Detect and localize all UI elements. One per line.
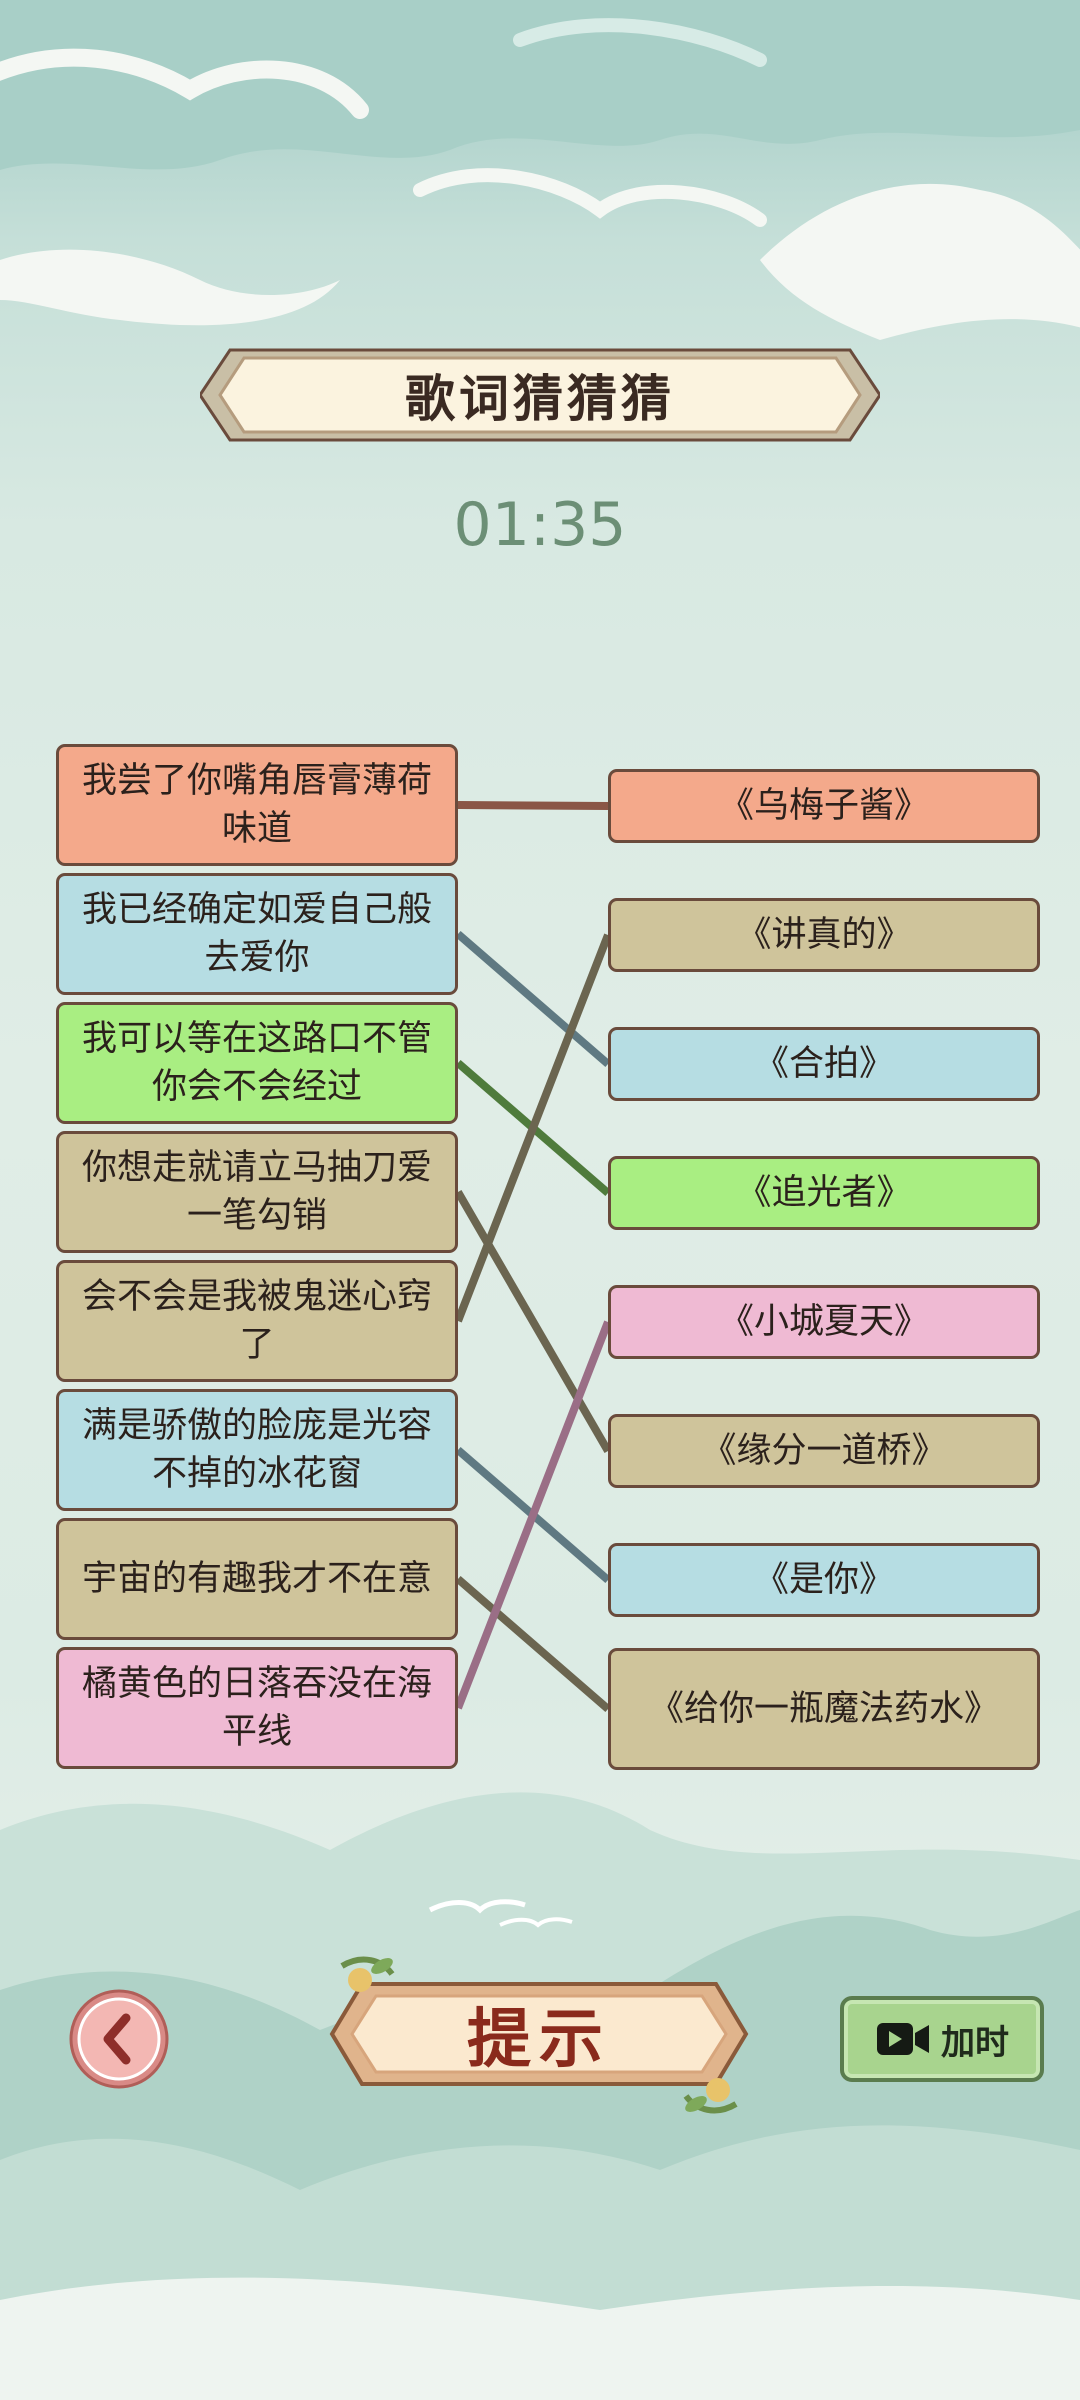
connection-line-7 bbox=[455, 1575, 611, 1713]
lyric-text: 我尝了你嘴角唇膏薄荷味道 bbox=[81, 761, 432, 849]
lyric-card-2[interactable]: 我已经确定如爱自己般去爱你 bbox=[56, 873, 458, 995]
lyric-card-5[interactable]: 会不会是我被鬼迷心窍了 bbox=[56, 1260, 458, 1382]
connection-line-8 bbox=[454, 1320, 612, 1710]
chevron-left-icon bbox=[69, 1989, 169, 2089]
lyric-card-3[interactable]: 我可以等在这路口不管你会不会经过 bbox=[56, 1002, 458, 1124]
cloud-background bbox=[0, 0, 1080, 340]
lyric-card-6[interactable]: 满是骄傲的脸庞是光容不掉的冰花窗 bbox=[56, 1389, 458, 1511]
song-card-8[interactable]: 《给你一瓶魔法药水》 bbox=[608, 1648, 1040, 1770]
song-text: 《追光者》 bbox=[736, 1173, 912, 1213]
song-card-6[interactable]: 《缘分一道桥》 bbox=[608, 1414, 1040, 1488]
connection-line-4 bbox=[454, 1189, 612, 1454]
lyric-text: 会不会是我被鬼迷心窍了 bbox=[81, 1277, 432, 1365]
connection-line-3 bbox=[455, 1059, 611, 1197]
title-banner: 歌词猜猜猜 bbox=[200, 348, 880, 442]
lyric-text: 你想走就请立马抽刀爱一笔勾销 bbox=[81, 1148, 432, 1236]
lyric-text: 我已经确定如爱自己般去爱你 bbox=[81, 890, 432, 978]
lyric-card-1[interactable]: 我尝了你嘴角唇膏薄荷味道 bbox=[56, 744, 458, 866]
song-text: 《小城夏天》 bbox=[718, 1302, 929, 1342]
add-time-label: 加时 bbox=[941, 2022, 1009, 2063]
song-card-2[interactable]: 《讲真的》 bbox=[608, 898, 1040, 972]
add-time-button[interactable]: 加时 bbox=[840, 1996, 1044, 2082]
video-camera-icon bbox=[877, 2023, 929, 2055]
connection-line-6 bbox=[455, 1446, 611, 1584]
song-text: 《缘分一道桥》 bbox=[701, 1431, 947, 1471]
lyric-text: 橘黄色的日落吞没在海平线 bbox=[81, 1664, 432, 1752]
lyric-card-4[interactable]: 你想走就请立马抽刀爱一笔勾销 bbox=[56, 1131, 458, 1253]
connection-line-1 bbox=[457, 801, 609, 810]
lyric-card-8[interactable]: 橘黄色的日落吞没在海平线 bbox=[56, 1647, 458, 1769]
song-card-5[interactable]: 《小城夏天》 bbox=[608, 1285, 1040, 1359]
countdown-timer: 01:35 bbox=[453, 490, 627, 560]
mountain-background bbox=[0, 1792, 1080, 2400]
lyric-card-7[interactable]: 宇宙的有趣我才不在意 bbox=[56, 1518, 458, 1640]
song-card-7[interactable]: 《是你》 bbox=[608, 1543, 1040, 1617]
song-text: 《给你一瓶魔法药水》 bbox=[648, 1689, 999, 1729]
hint-label: 提示 bbox=[467, 2002, 611, 2077]
lyric-text: 满是骄傲的脸庞是光容不掉的冰花窗 bbox=[81, 1406, 432, 1494]
hint-button[interactable]: 提示 bbox=[322, 1944, 756, 2124]
lyric-text: 我可以等在这路口不管你会不会经过 bbox=[81, 1019, 432, 1107]
lyric-text: 宇宙的有趣我才不在意 bbox=[81, 1559, 432, 1599]
song-card-4[interactable]: 《追光者》 bbox=[608, 1156, 1040, 1230]
page-title: 歌词猜猜猜 bbox=[405, 369, 675, 428]
song-card-1[interactable]: 《乌梅子酱》 bbox=[608, 769, 1040, 843]
song-text: 《合拍》 bbox=[753, 1044, 894, 1084]
connection-line-5 bbox=[454, 933, 612, 1323]
song-card-3[interactable]: 《合拍》 bbox=[608, 1027, 1040, 1101]
song-text: 《讲真的》 bbox=[736, 915, 912, 955]
song-text: 《乌梅子酱》 bbox=[718, 786, 929, 826]
connection-line-2 bbox=[455, 930, 611, 1068]
back-button[interactable] bbox=[68, 1988, 170, 2090]
song-text: 《是你》 bbox=[753, 1560, 894, 1600]
